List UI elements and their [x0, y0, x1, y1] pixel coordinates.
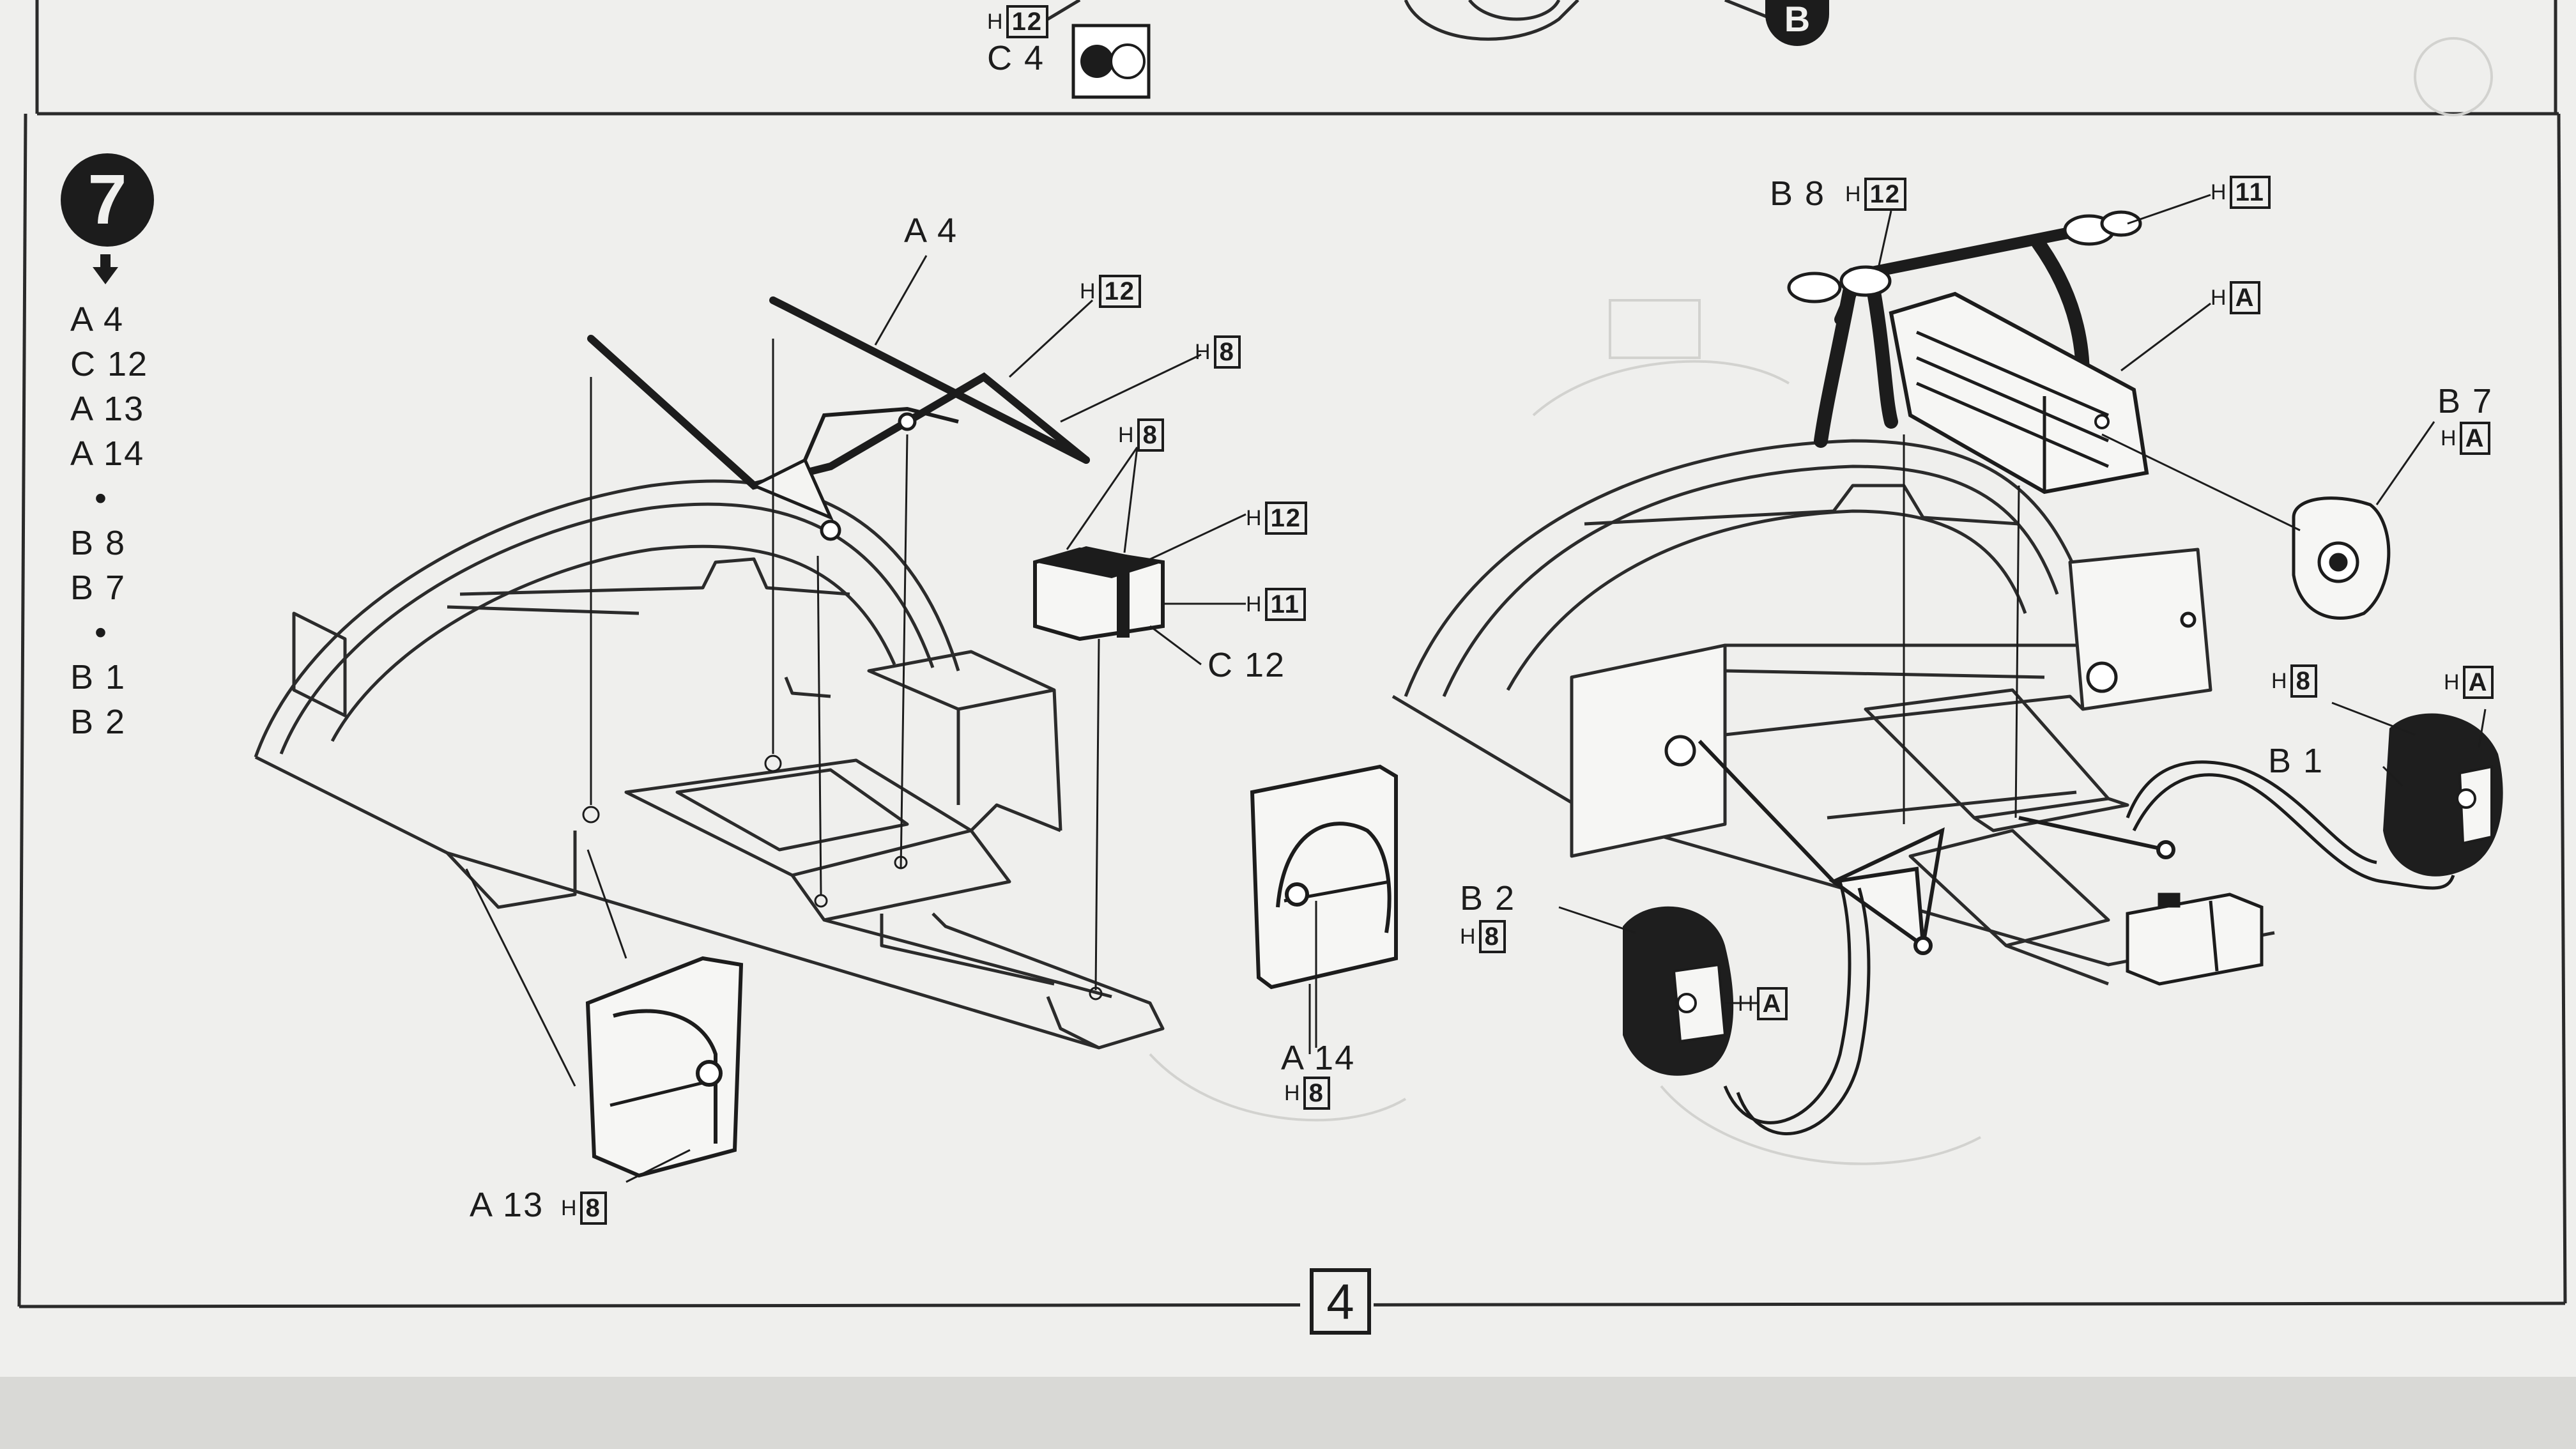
step-part-item: A 4	[70, 300, 125, 339]
h-prefix: H	[1284, 1080, 1301, 1105]
step-part-item: A 13	[70, 390, 145, 428]
top-wheel-fragment	[1046, 0, 1770, 41]
paint-swatch-icon	[1071, 24, 1151, 99]
callout-b2: B 2	[1460, 879, 1516, 917]
left-guide-lines	[465, 339, 1103, 1087]
h-prefix: H	[2444, 670, 2461, 694]
part-c12-block	[1033, 546, 1165, 641]
paint-code-box: A	[1756, 987, 1788, 1020]
callout-a14: A 14	[1281, 1039, 1356, 1077]
paint-code-box: A	[2462, 666, 2494, 699]
paint-code-box: 12	[1264, 502, 1308, 535]
paint-code-box: 8	[1137, 418, 1164, 452]
paint-code-box: A	[2459, 422, 2491, 455]
right-guide-lines	[1903, 433, 2301, 824]
stone-wall-background	[0, 1377, 2576, 1449]
step-part-item: C 12	[70, 345, 149, 383]
step-part-item: B 1	[70, 658, 126, 696]
h-prefix: H	[987, 9, 1004, 34]
engine-block	[1889, 291, 2149, 494]
h-prefix: H	[1246, 592, 1263, 617]
h-prefix: H	[1118, 422, 1135, 447]
paint-code-box: 12	[1098, 275, 1142, 308]
part-a14-panel	[1250, 764, 1398, 1048]
step-part-item: B 2	[70, 703, 126, 741]
paint-code-box: 8	[1213, 335, 1241, 369]
part-b7-housing	[2292, 496, 2391, 620]
part-a4-bracket	[587, 296, 1090, 541]
step-number-badge: 7	[61, 153, 154, 247]
part-b1-cover	[2383, 713, 2503, 877]
step-separator: •	[95, 613, 108, 652]
right-suspension	[1698, 739, 2175, 955]
paint-code-box: 8	[2290, 664, 2317, 698]
paint-code-box: 8	[579, 1192, 607, 1225]
callout-a13: A 13	[470, 1186, 544, 1224]
h-prefix: H	[561, 1195, 578, 1220]
callout-c12: C 12	[1208, 646, 1286, 684]
arrow-down-icon	[93, 254, 118, 284]
h-prefix: H	[1460, 924, 1477, 949]
page-frame	[17, 0, 2567, 1308]
h-prefix: H	[1080, 279, 1097, 303]
paint-code-box: A	[2229, 281, 2261, 314]
top-c4-label: C 4	[987, 39, 1045, 77]
leader-lines	[625, 194, 2487, 1183]
page-number: 4	[1310, 1268, 1371, 1335]
callout-b8: B 8	[1770, 174, 1826, 213]
part-b2-cover	[1623, 906, 1734, 1076]
h-prefix: H	[2441, 425, 2458, 450]
right-chassis-wheel-holes	[1664, 611, 2196, 767]
callout-b7: B 7	[2437, 382, 2494, 420]
reverse-side-ghost	[1149, 37, 2493, 1165]
paint-code-box: 11	[1264, 588, 1306, 621]
right-battery	[2126, 893, 2264, 986]
h-prefix: H	[1845, 181, 1862, 206]
callout-a4: A 4	[904, 211, 958, 250]
paint-code-box: 12	[1864, 178, 1907, 211]
paint-code-box: 12	[1006, 5, 1049, 38]
left-chassis-body	[254, 479, 1165, 1050]
right-chassis-body	[1392, 439, 2275, 986]
top-paint-code: H 12	[987, 5, 1049, 38]
step-parts-list: A 4 C 12 A 13 A 14 • B 8 B 7 • B 1 B 2	[70, 297, 148, 744]
h-prefix: H	[2271, 668, 2288, 693]
step-part-item: A 14	[70, 434, 145, 473]
part-b8-frame	[1787, 210, 2142, 448]
step-separator: •	[95, 479, 108, 518]
h-prefix: H	[1195, 339, 1212, 364]
paint-code-box: 8	[1303, 1077, 1330, 1110]
step-part-item: B 8	[70, 524, 126, 562]
paint-code-box: 11	[2229, 176, 2271, 209]
flex-hoses	[1723, 760, 2455, 1135]
step-part-item: B 7	[70, 569, 126, 607]
part-a13-panel	[585, 956, 744, 1178]
paint-code-box: 8	[1478, 920, 1506, 953]
h-prefix: H	[2211, 180, 2228, 204]
h-prefix: H	[2211, 285, 2228, 310]
h-prefix: H	[1738, 991, 1755, 1016]
h-prefix: H	[1246, 505, 1263, 530]
callout-b1: B 1	[2268, 742, 2324, 780]
